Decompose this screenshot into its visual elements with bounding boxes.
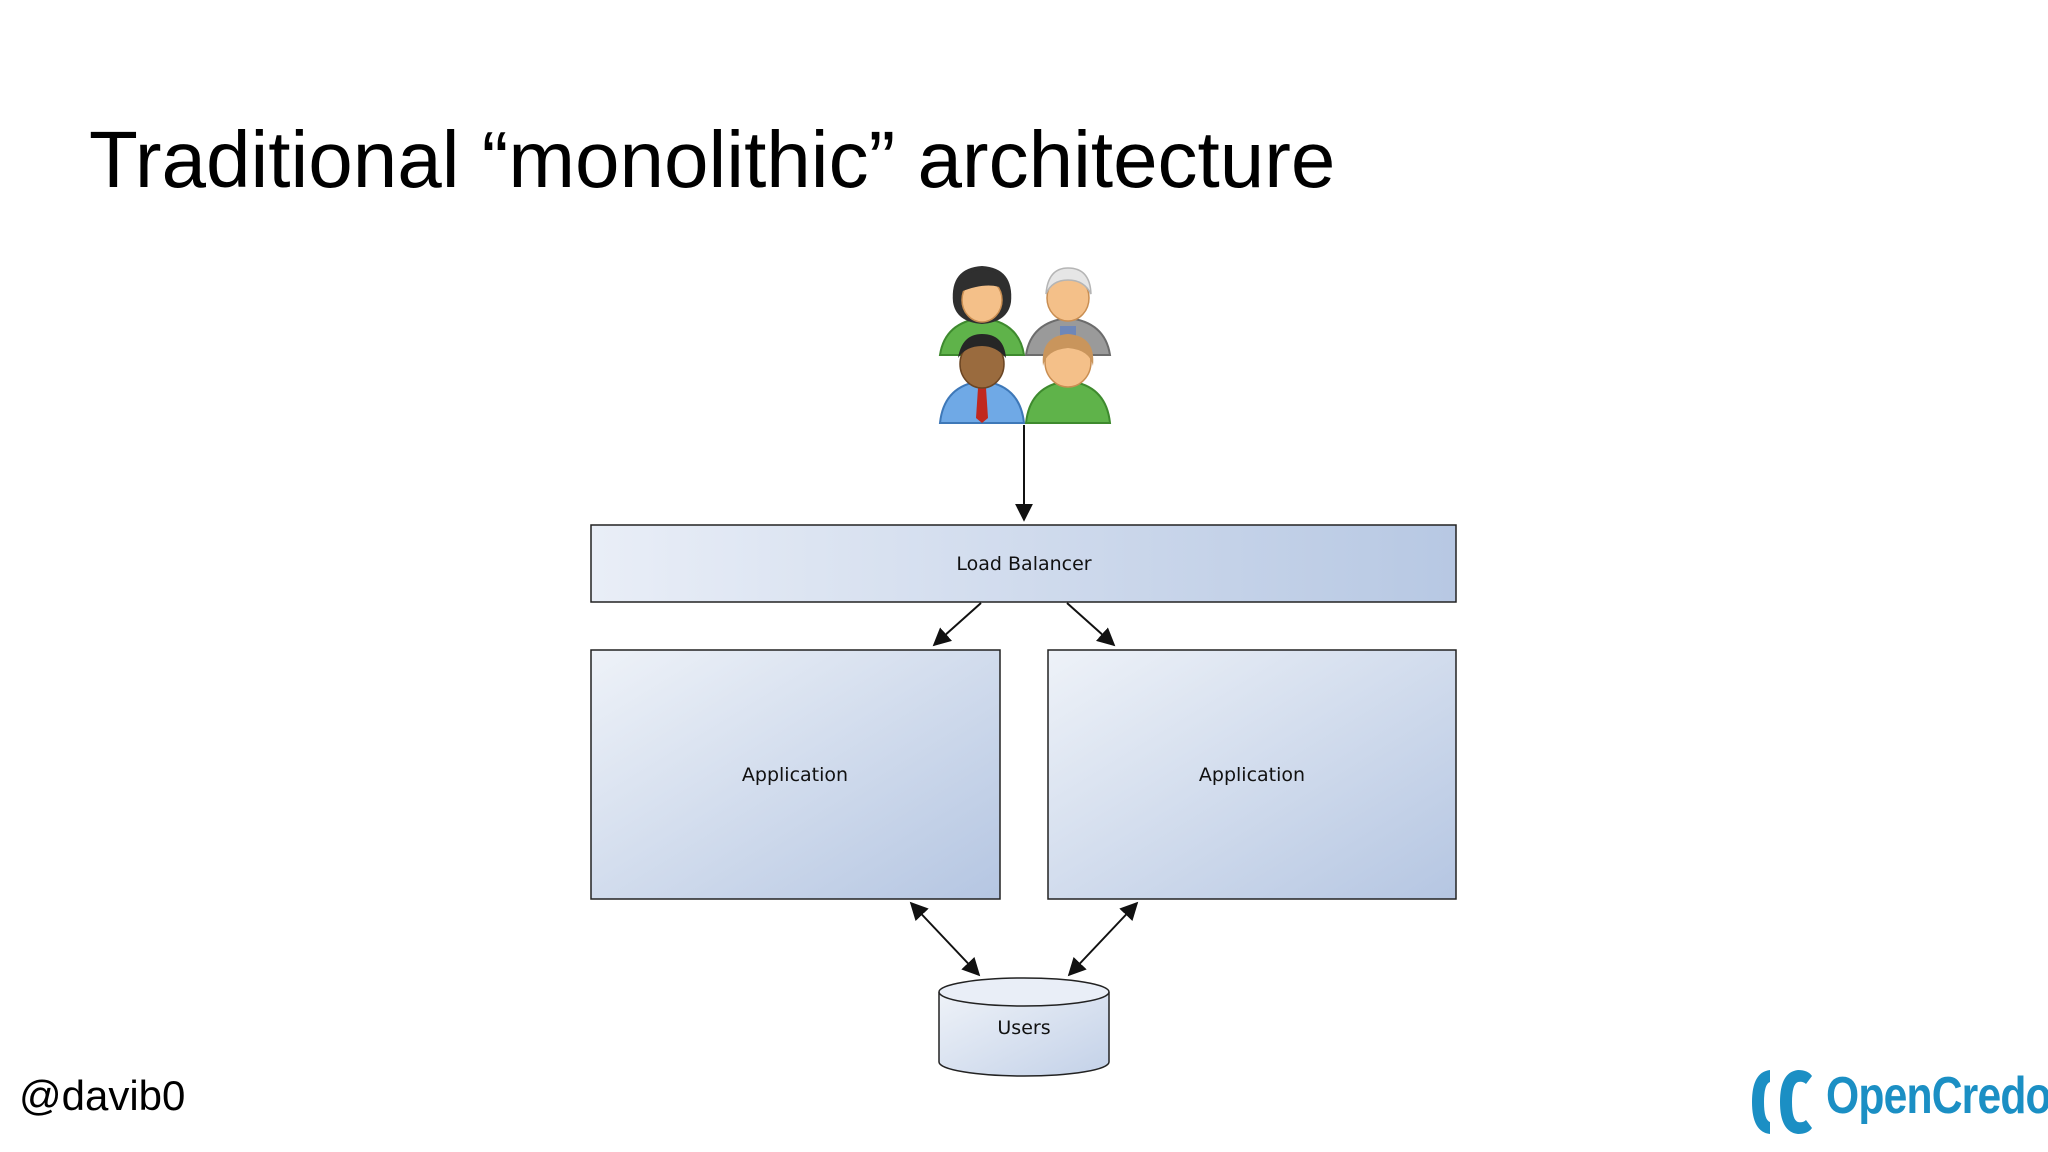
user-group-icon bbox=[938, 266, 1112, 424]
users-database: Users bbox=[938, 977, 1110, 1077]
load-balancer-label: Load Balancer bbox=[956, 553, 1091, 575]
load-balancer-box: Load Balancer bbox=[590, 524, 1457, 603]
opencredo-logo: OpenCredo bbox=[1748, 1062, 2048, 1142]
opencredo-logo-text: OpenCredo bbox=[1826, 1067, 2048, 1125]
arrow-lb-to-app-1 bbox=[932, 602, 982, 647]
author-handle: @davib0 bbox=[19, 1072, 186, 1119]
slide-title: Traditional “monolithic” architecture bbox=[89, 115, 1336, 204]
application-label-2: Application bbox=[1199, 764, 1305, 786]
arrow-app-1-to-db bbox=[909, 901, 981, 977]
application-box-1: Application bbox=[590, 649, 1001, 900]
application-box-2: Application bbox=[1047, 649, 1457, 900]
application-label-1: Application bbox=[742, 764, 848, 786]
opencredo-logo-icon bbox=[1752, 1070, 1812, 1134]
database-label: Users bbox=[997, 1017, 1050, 1039]
arrow-lb-to-app-2 bbox=[1066, 602, 1116, 647]
arrow-app-2-to-db bbox=[1067, 901, 1139, 977]
